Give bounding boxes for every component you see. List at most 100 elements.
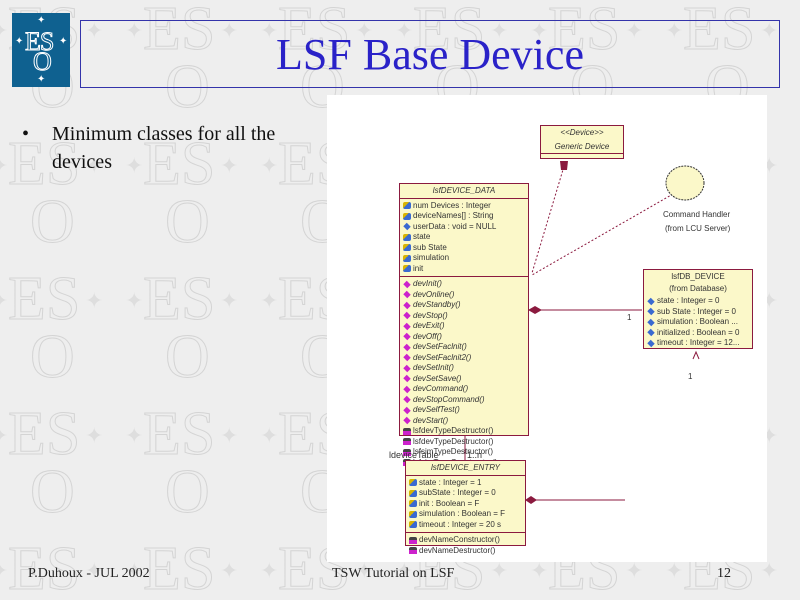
role-label: ldeviceTable <box>389 450 439 460</box>
class-member: init <box>403 264 525 275</box>
watermark-star-icon: ✦ <box>665 558 684 583</box>
watermark-text: ES <box>412 0 486 63</box>
watermark-star-icon: ✦ <box>125 288 144 313</box>
class-member: simulation <box>403 253 525 264</box>
watermark-star-icon: ✦ <box>0 423 8 449</box>
class-member: devStandby() <box>403 300 525 311</box>
op-prot-icon <box>403 448 411 456</box>
watermark-logo: ESO✦✦ <box>0 530 120 600</box>
member-text: devStop() <box>413 310 448 320</box>
op-prot-icon <box>403 427 411 435</box>
watermark-star-icon: ✦ <box>395 18 414 43</box>
class-member: timeout : Integer = 12... <box>647 338 749 349</box>
member-text: devNameDestructor() <box>419 545 496 555</box>
member-text: lsfdevTypeDestructor() <box>413 436 494 446</box>
class-member: state <box>403 232 525 243</box>
member-text: devInit() <box>413 279 442 288</box>
class-member: num Devices : Integer <box>403 201 525 212</box>
class-member: state : Integer = 0 <box>647 296 749 307</box>
watermark-text: ES <box>547 0 621 63</box>
watermark-star-icon: ✦ <box>85 18 104 43</box>
op-prot-icon <box>409 536 417 544</box>
member-text: devSelfTest() <box>413 405 460 414</box>
member-text: simulation : Boolean = F <box>419 509 506 518</box>
member-text: devSetInit() <box>413 363 454 372</box>
connector-handler-to-data <box>531 189 681 276</box>
watermark-star-icon: ✦ <box>760 558 779 583</box>
op-icon <box>403 312 411 320</box>
watermark-star-icon: ✦ <box>125 18 144 43</box>
multiplicity-label: 1 <box>688 372 693 381</box>
class-member: devSetSave() <box>403 374 525 385</box>
command-handler-name: Command Handler <box>663 210 731 219</box>
watermark-star-icon: ✦ <box>220 18 239 43</box>
watermark-text: O <box>30 323 76 391</box>
watermark-text: O <box>165 323 211 391</box>
watermark-star-icon: ✦ <box>260 423 279 448</box>
attr-icon <box>403 223 411 231</box>
footer-title: TSW Tutorial on LSF <box>332 566 455 581</box>
attr-key-icon <box>409 510 417 518</box>
class-member: devStart() <box>403 416 525 427</box>
op-icon <box>403 417 411 425</box>
member-text: state <box>413 232 431 241</box>
class-generic-device[interactable]: <<Device>> Generic Device <box>540 125 624 159</box>
op-icon <box>403 343 411 351</box>
watermark-text: O <box>300 596 346 600</box>
watermark-logo: ESO✦✦ <box>0 260 120 410</box>
watermark-text: ES <box>7 265 81 333</box>
class-member: timeout : Integer = 20 s <box>409 520 522 531</box>
member-text: timeout : Integer = 20 s <box>419 519 502 529</box>
class-db-device[interactable]: lsfDB_DEVICE (from Database) state : Int… <box>643 269 753 349</box>
attr-icon <box>647 339 655 347</box>
op-icon <box>403 385 411 393</box>
watermark-text: O <box>435 596 481 600</box>
watermark-text: O <box>165 188 211 256</box>
member-text: simulation : Boolean ... <box>657 317 738 326</box>
class-stereotype: <<Device>> <box>560 128 604 137</box>
attr-icon <box>647 318 655 326</box>
class-name: lsfDB_DEVICE <box>671 272 725 281</box>
watermark-star-icon: ✦ <box>260 558 279 583</box>
attr-key-icon <box>409 521 417 529</box>
connector-generic-to-data <box>531 162 566 274</box>
member-text: devSetFaclnit2() <box>413 352 472 362</box>
op-icon <box>403 333 411 341</box>
watermark-star-icon: ✦ <box>0 288 8 314</box>
class-member: devOnline() <box>403 290 525 301</box>
class-member: devOff() <box>403 332 525 343</box>
watermark-star-icon: ✦ <box>490 18 509 43</box>
logo-text-o: O <box>33 47 53 76</box>
logo-star-icon: ✦ <box>37 15 46 26</box>
watermark-star-icon: ✦ <box>490 558 509 583</box>
class-member: simulation : Boolean = F <box>409 509 522 520</box>
watermark-text: O <box>705 596 751 600</box>
class-member: lsfsimTypeDestructor() <box>403 447 525 458</box>
logo-star-icon: ✦ <box>15 36 24 47</box>
attr-key-icon <box>403 233 411 241</box>
member-text: lsfsimTypeDestructor() <box>413 447 494 456</box>
attr-key-icon <box>409 489 417 497</box>
attr-icon <box>647 308 655 316</box>
multiplicity-label: 1 <box>627 313 632 322</box>
member-text: subState : Integer = 0 <box>419 488 496 497</box>
bullet-text: Minimum classes for all the devices <box>52 123 276 173</box>
class-member: lsfdevTypeDestructor() <box>403 426 525 437</box>
watermark-text: O <box>30 458 76 526</box>
logo-star-icon: ✦ <box>59 36 68 47</box>
op-icon <box>403 280 411 288</box>
class-member: devSetFaclnit() <box>403 342 525 353</box>
class-name: Generic Device <box>554 141 610 151</box>
watermark-star-icon: ✦ <box>220 558 239 583</box>
watermark-text: O <box>165 596 211 600</box>
aggregation-diamond-icon <box>560 161 568 170</box>
class-member: init : Boolean = F <box>409 499 522 510</box>
op-prot-icon <box>403 438 411 446</box>
watermark-text: ES <box>142 130 216 198</box>
op-icon <box>403 364 411 372</box>
